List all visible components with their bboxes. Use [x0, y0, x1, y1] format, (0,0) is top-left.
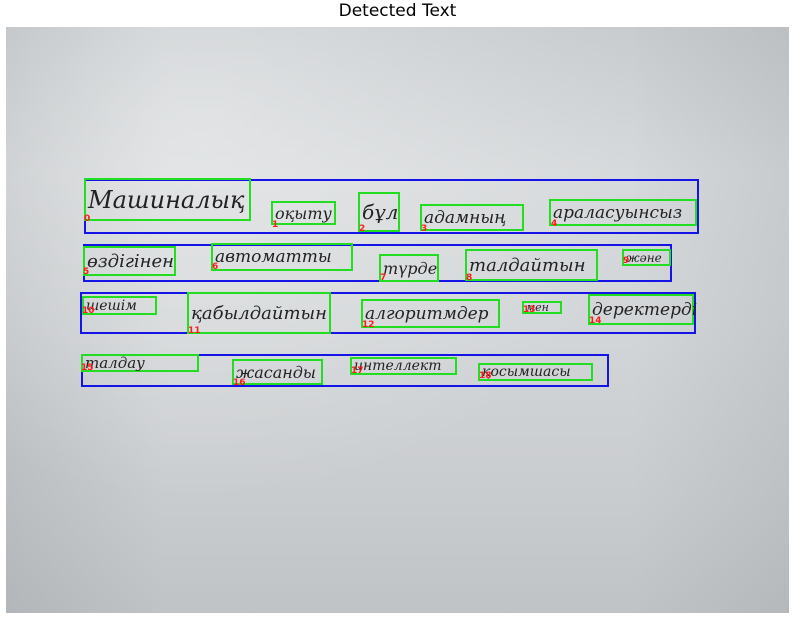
word-index-label: 9	[623, 256, 630, 266]
word-index-label: 11	[188, 326, 201, 336]
word-index-label: 2	[359, 224, 366, 234]
word-box: оқыту	[271, 201, 336, 225]
word-box: қабылдайтын	[187, 292, 331, 334]
handwritten-word: мен	[526, 301, 549, 314]
word-box: араласуынсыз	[549, 199, 697, 226]
word-index-label: 15	[81, 363, 94, 373]
word-box: түрде	[379, 254, 439, 282]
line-box-3	[80, 292, 696, 334]
word-box: жасанды	[232, 359, 323, 385]
handwritten-word: автоматты	[215, 247, 332, 267]
handwritten-word: қосымшасы	[482, 364, 571, 380]
word-index-label: 10	[82, 306, 95, 316]
word-box: алгоритмдер	[361, 299, 500, 328]
word-box: және	[622, 249, 671, 266]
word-box: талдайтын	[465, 249, 598, 281]
word-box: деректерді	[588, 294, 698, 325]
word-box: қосымшасы	[478, 363, 593, 381]
word-index-label: 17	[351, 366, 364, 376]
handwritten-word: бұл	[362, 200, 399, 224]
word-box: мен	[522, 301, 562, 314]
handwriting-photo: Машиналық 0 оқыту 1 бұл 2 адамның 3 арал…	[6, 27, 789, 613]
handwritten-word: талдайтын	[469, 254, 586, 276]
word-box: интеллект	[350, 357, 457, 375]
word-index-label: 16	[233, 378, 246, 388]
word-box: адамның	[420, 204, 524, 231]
handwritten-word: араласуынсыз	[553, 202, 683, 223]
handwritten-word: түрде	[383, 258, 438, 278]
handwritten-word: интеллект	[354, 358, 442, 374]
word-index-label: 13	[523, 305, 536, 315]
handwritten-word: адамның	[424, 207, 507, 228]
word-index-label: 12	[362, 320, 375, 330]
word-box: автоматты	[211, 243, 353, 271]
word-box: шешім	[82, 296, 157, 315]
handwritten-word: алгоритмдер	[365, 303, 489, 324]
word-index-label: 7	[380, 273, 387, 283]
handwritten-word: талдау	[85, 354, 145, 372]
handwritten-word: және	[626, 250, 662, 265]
word-index-label: 4	[551, 219, 558, 229]
word-index-label: 6	[212, 262, 219, 272]
handwritten-word: жасанды	[236, 362, 316, 382]
word-index-label: 3	[421, 224, 428, 234]
word-box: талдау	[81, 354, 199, 372]
word-index-label: 5	[83, 267, 90, 277]
figure-title: Detected Text	[338, 1, 457, 21]
handwritten-word: қабылдайтын	[191, 302, 328, 324]
word-box: өздігінен	[83, 246, 176, 276]
handwritten-word: өздігінен	[87, 250, 175, 272]
word-index-label: 0	[84, 214, 91, 224]
word-index-label: 18	[479, 371, 492, 381]
handwritten-word: деректерді	[592, 299, 698, 320]
word-index-label: 8	[466, 273, 473, 283]
handwritten-word: шешім	[86, 297, 137, 314]
handwritten-word: оқыту	[275, 203, 332, 223]
word-index-label: 1	[272, 220, 279, 230]
word-box: бұл	[358, 192, 400, 232]
word-box: Машиналық	[84, 178, 251, 221]
word-index-label: 14	[589, 316, 602, 326]
handwritten-word: Машиналық	[88, 185, 245, 214]
